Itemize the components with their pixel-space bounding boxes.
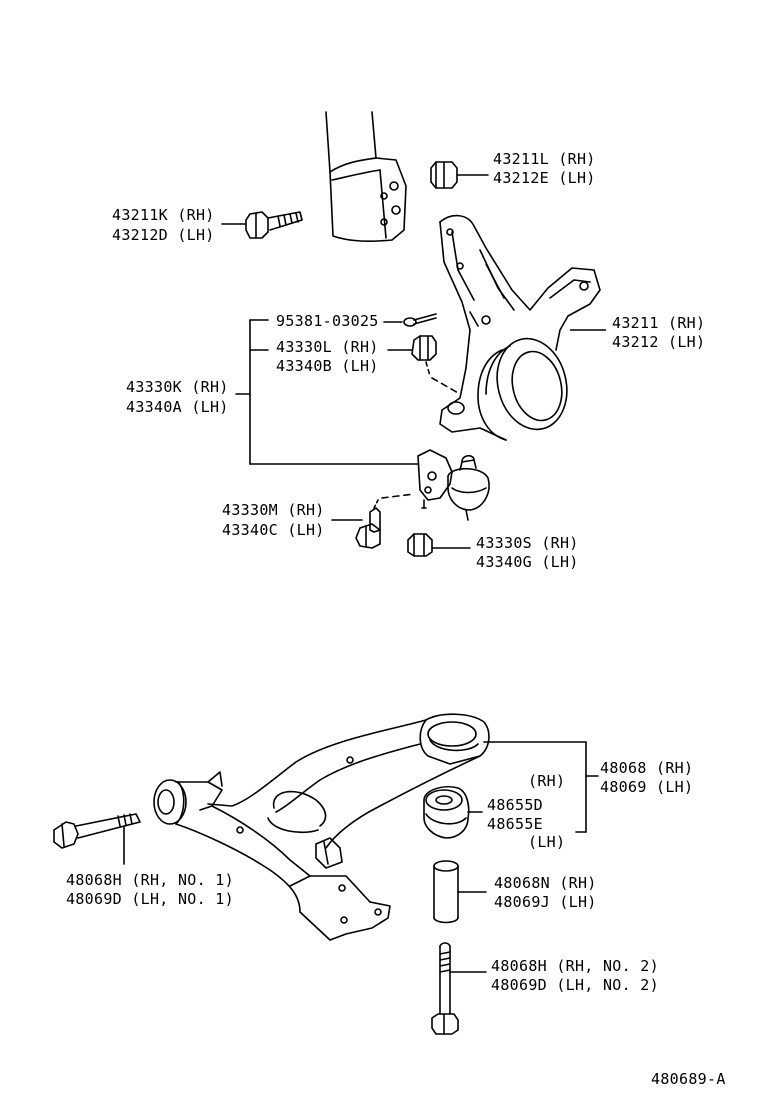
castle-nut-43330l [387,335,461,395]
label-43340c: 43340C (LH) [222,521,325,539]
cotter-pin-95381 [383,313,437,327]
lower-control-arm-48068 [153,713,490,941]
label-43212: 43212 (LH) [612,333,706,351]
bolt-43211k [221,211,303,239]
label-bushing-rh: (RH) [528,772,566,790]
bolt-48068h-no2 [431,942,487,1035]
label-43340g: 43340G (LH) [476,553,579,571]
label-43212e: 43212E (LH) [493,169,596,187]
ball-joint-43330k [417,449,490,521]
label-48069j: 48069J (LH) [494,893,597,911]
bolt-43330m [331,493,427,549]
bolt-48068h-no1 [53,813,141,865]
label-48068h-no2: 48068H (RH, NO. 2) [491,957,659,975]
label-43330k: 43330K (RH) [126,378,229,396]
label-48069d-no1: 48069D (LH, NO. 1) [66,890,234,908]
label-48069d-no2: 48069D (LH, NO. 2) [491,976,659,994]
label-95381-03025: 95381-03025 [276,312,379,330]
steering-knuckle-43211 [439,214,601,441]
label-43211: 43211 (RH) [612,314,706,332]
label-bushing-lh: (LH) [528,833,566,851]
nut-43330s [407,533,471,557]
label-48068: 48068 (RH) [600,759,694,777]
strut-lower-bracket [325,111,407,242]
bushing-48655d [423,785,470,839]
label-48655e: 48655E [487,815,543,833]
collar-48068n [433,860,487,924]
label-48068h-no1: 48068H (RH, NO. 1) [66,871,234,889]
label-43330m: 43330M (RH) [222,501,325,519]
flange-nut-43211l [430,161,489,189]
label-48069: 48069 (LH) [600,778,694,796]
label-43330l: 43330L (RH) [276,338,379,356]
label-43212d: 43212D (LH) [112,226,215,244]
label-43330s: 43330S (RH) [476,534,579,552]
label-43340b: 43340B (LH) [276,357,379,375]
label-43211k: 43211K (RH) [112,206,215,224]
ball-joint-bracket-line [235,319,419,465]
label-43340a: 43340A (LH) [126,398,229,416]
label-48655d: 48655D [487,796,543,814]
diagram-id: 480689-A [651,1070,726,1088]
control-arm-bracket-line [467,741,599,833]
label-43211l: 43211L (RH) [493,150,596,168]
label-48068n: 48068N (RH) [494,874,597,892]
